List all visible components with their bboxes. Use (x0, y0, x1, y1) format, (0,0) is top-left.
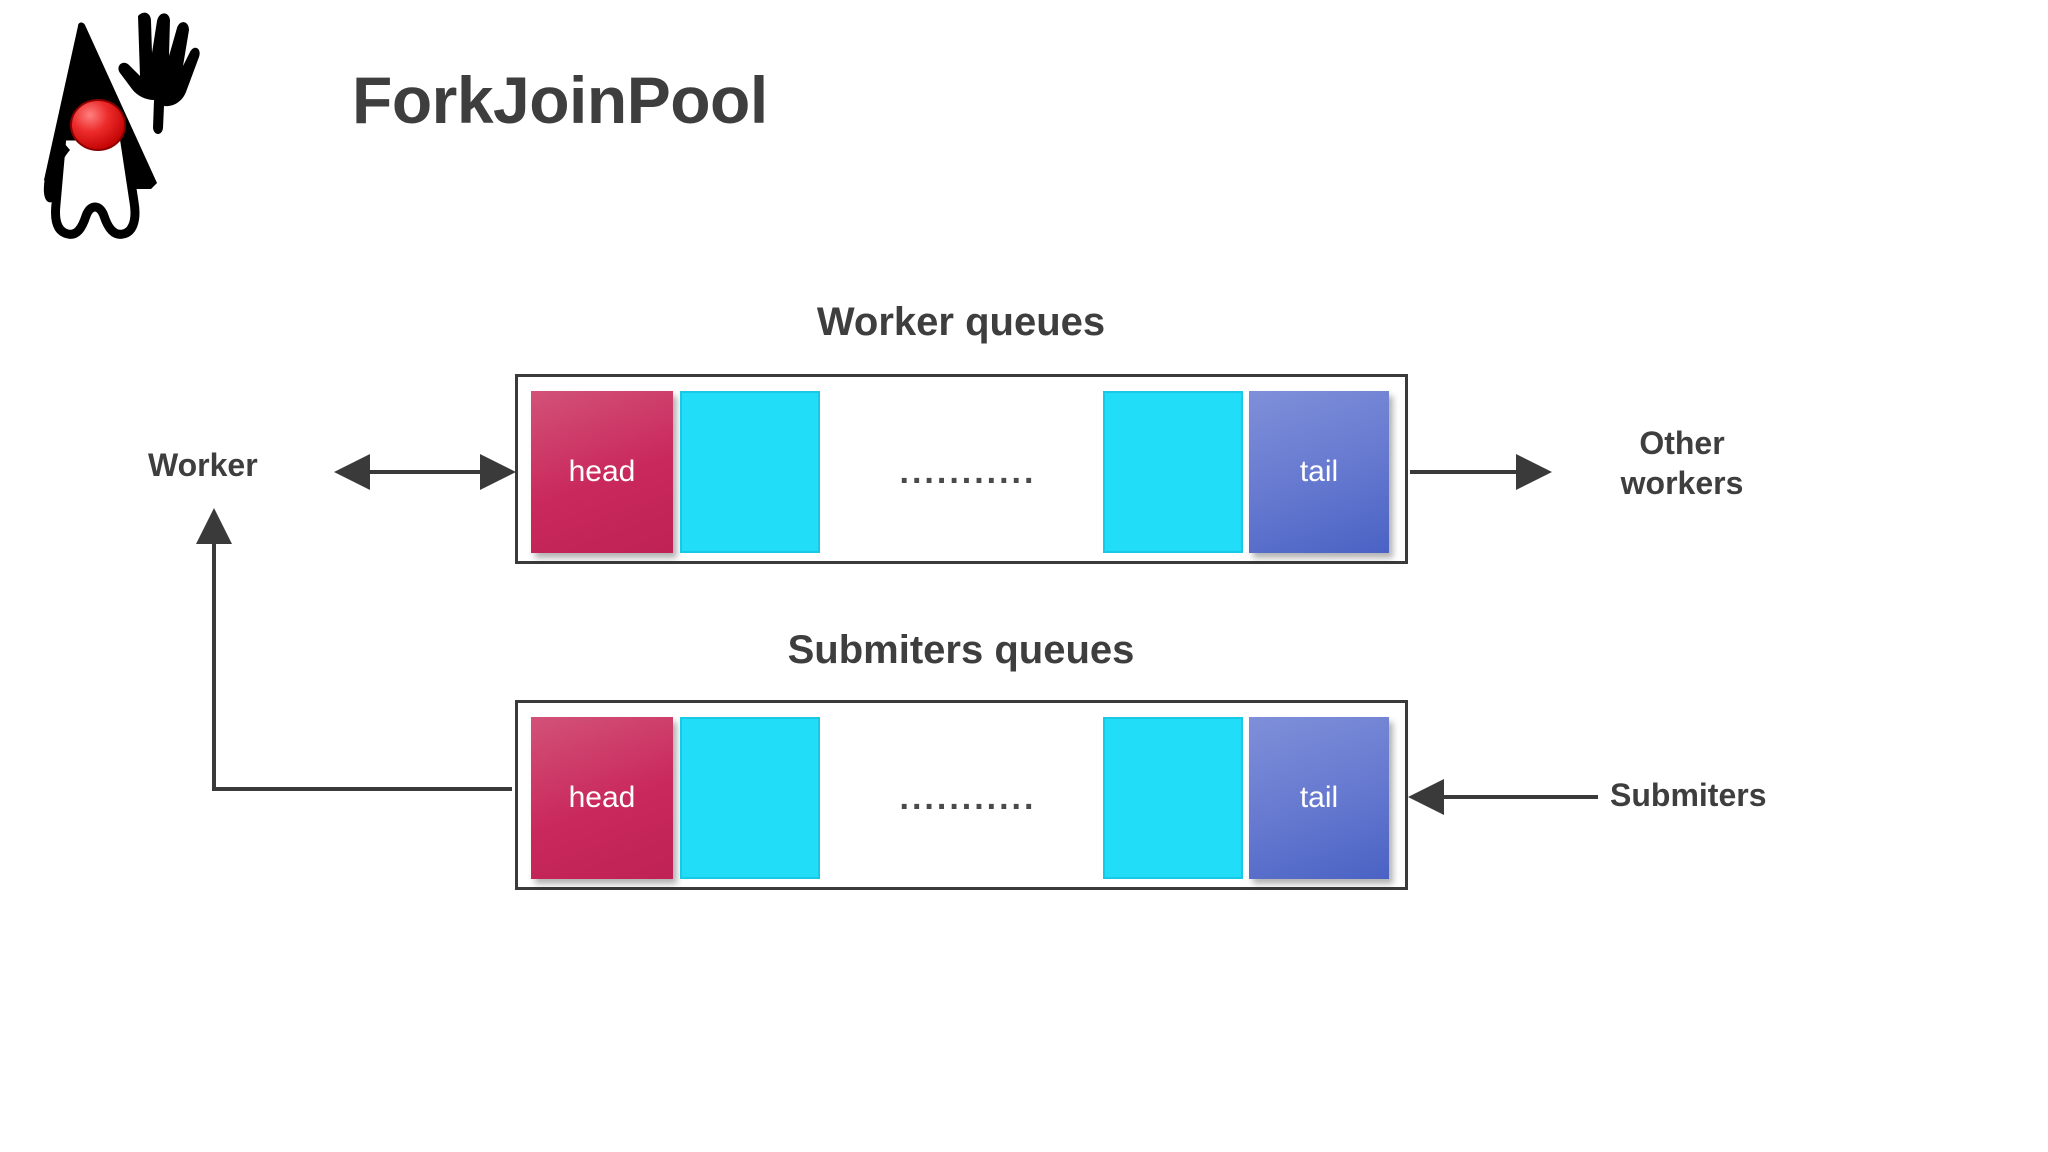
submiters-queue-container: head ........... tail (515, 700, 1408, 890)
submiters-queue-to-worker-arrow (196, 508, 512, 791)
cell-label: head (568, 455, 636, 488)
duke-body (51, 131, 140, 239)
duke-nose-icon (70, 99, 126, 151)
worker-label: Worker (148, 447, 258, 483)
worker-queue-head-cell[interactable]: head (531, 391, 673, 553)
other-workers-label: Other workers (1620, 425, 1744, 501)
duke-logo (43, 12, 200, 239)
worker-queue-ellipsis: ........... (899, 452, 1037, 491)
submiters-queues-heading: Submiters queues (787, 628, 1135, 672)
worker-queue-container: head ........... tail (515, 374, 1408, 564)
submiters-queue-tail-cell[interactable]: tail (1249, 717, 1389, 879)
submiters-queue-task-cell-2[interactable] (680, 717, 820, 879)
submiters-queue-task-cell-3[interactable] (1103, 717, 1243, 879)
page-title: ForkJoinPool (352, 63, 768, 137)
cell-label: head (568, 781, 636, 814)
submiters-queue-ellipsis: ........... (899, 778, 1037, 817)
worker-queue-task-cell-2[interactable] (680, 391, 820, 553)
worker-queue-task-cell-3[interactable] (1103, 391, 1243, 553)
submiters-label: Submiters (1610, 777, 1767, 813)
submiters-queue-head-cell[interactable]: head (531, 717, 673, 879)
cell-label: tail (1299, 455, 1339, 488)
worker-queues-heading: Worker queues (816, 300, 1106, 344)
duke-hand-icon (118, 12, 200, 134)
cell-label: tail (1299, 781, 1339, 814)
duke-left-arm (43, 143, 70, 203)
worker-queue-tail-cell[interactable]: tail (1249, 391, 1389, 553)
